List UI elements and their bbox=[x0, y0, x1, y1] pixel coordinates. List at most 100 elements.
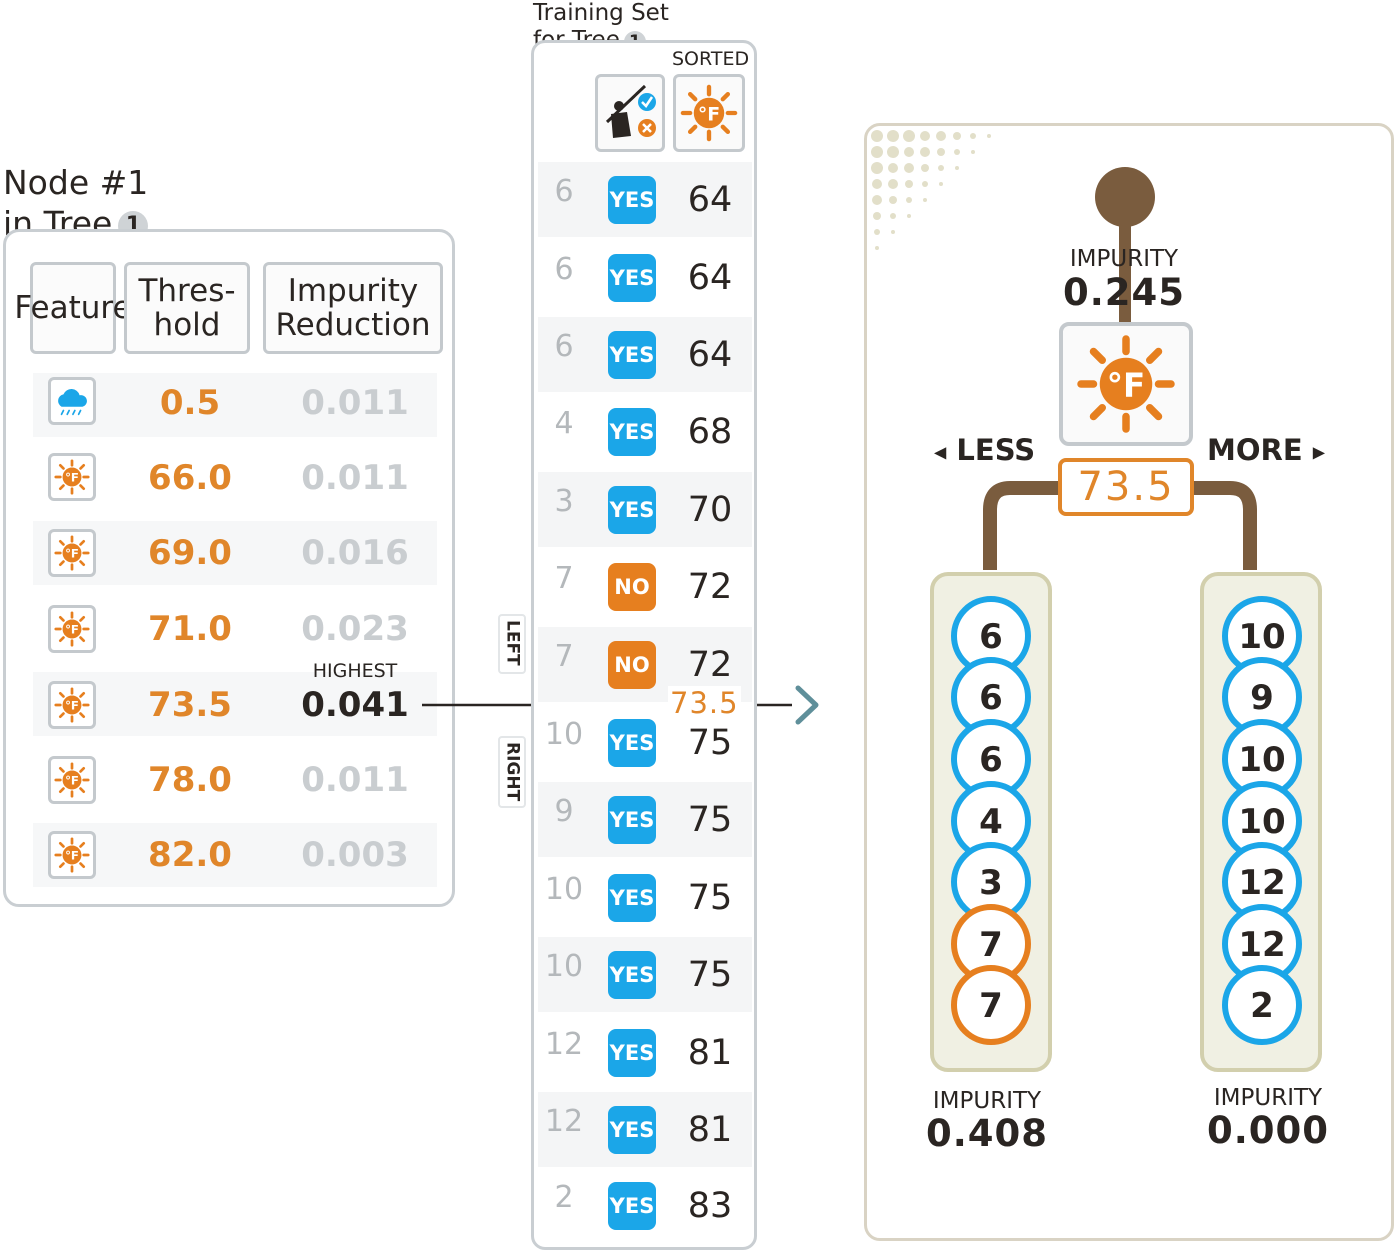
training-row[interactable]: 3 YES 70 bbox=[538, 472, 752, 547]
temperature-value: 81 bbox=[687, 1110, 733, 1150]
sample-ball: 7 bbox=[951, 904, 1031, 984]
yes-badge: YES bbox=[608, 331, 656, 379]
sample-ball: 10 bbox=[1222, 781, 1302, 861]
sun-fahrenheit-icon bbox=[48, 605, 96, 653]
yes-badge: YES bbox=[608, 719, 656, 767]
sun-fahrenheit-icon bbox=[48, 831, 96, 879]
more-direction: MORE ▶ bbox=[1207, 433, 1325, 467]
threshold-value: 82.0 bbox=[148, 835, 232, 875]
threshold-value: 71.0 bbox=[148, 609, 232, 649]
highest-label: HIGHEST bbox=[312, 660, 398, 682]
sorted-label: SORTED bbox=[672, 48, 750, 70]
chevron-right-icon bbox=[795, 685, 819, 725]
temperature-value: 64 bbox=[687, 258, 733, 298]
yes-badge: YES bbox=[608, 254, 656, 302]
no-badge: NO bbox=[608, 641, 656, 689]
yes-badge: YES bbox=[608, 408, 656, 456]
row-value: 12 bbox=[544, 1104, 584, 1139]
feature-row[interactable] bbox=[33, 748, 437, 812]
reduction-value: 0.023 bbox=[301, 609, 409, 649]
training-row[interactable]: 4 YES 68 bbox=[538, 394, 752, 469]
feature-row[interactable] bbox=[33, 521, 437, 585]
row-value: 2 bbox=[554, 1180, 574, 1215]
right-label: RIGHT bbox=[498, 736, 526, 808]
training-row[interactable]: 7 NO 72 bbox=[538, 549, 752, 624]
header-threshold: Thres- hold bbox=[124, 262, 250, 354]
yes-badge: YES bbox=[608, 796, 656, 844]
training-row[interactable]: 12 YES 81 bbox=[538, 1092, 752, 1167]
header-feature-label: Feature bbox=[14, 290, 132, 326]
less-direction: ◀ LESS bbox=[934, 433, 1035, 467]
training-set-title-line1: Training Set bbox=[533, 0, 669, 26]
sample-ball: 2 bbox=[1222, 965, 1302, 1045]
training-row[interactable]: 10 YES 75 bbox=[538, 860, 752, 935]
row-value: 6 bbox=[554, 252, 574, 287]
training-row[interactable]: 6 YES 64 bbox=[538, 162, 752, 237]
header-reduction: Impurity Reduction bbox=[263, 262, 443, 354]
yes-badge: YES bbox=[608, 176, 656, 224]
sun-fahrenheit-icon bbox=[48, 756, 96, 804]
temperature-value: 81 bbox=[687, 1033, 733, 1073]
no-badge: NO bbox=[608, 563, 656, 611]
temperature-value: 64 bbox=[687, 335, 733, 375]
sun-fahrenheit-sort-icon[interactable] bbox=[673, 74, 745, 152]
threshold-value: 66.0 bbox=[148, 458, 232, 498]
reduction-value: 0.011 bbox=[301, 458, 409, 498]
row-value: 6 bbox=[554, 329, 574, 364]
training-row[interactable]: 2 YES 83 bbox=[538, 1168, 752, 1243]
rain-cloud-icon bbox=[48, 377, 96, 425]
training-row[interactable]: 10 YES 75 bbox=[538, 705, 752, 780]
row-value: 4 bbox=[554, 406, 574, 441]
row-value: 12 bbox=[544, 1027, 584, 1062]
row-value: 10 bbox=[544, 949, 584, 984]
temperature-value: 72 bbox=[687, 567, 733, 607]
header-feature: Feature bbox=[14, 262, 132, 354]
root-impurity-label: IMPURITY bbox=[1069, 246, 1179, 272]
feature-row[interactable] bbox=[33, 597, 437, 661]
sun-fahrenheit-icon bbox=[48, 453, 96, 501]
temperature-value: 75 bbox=[687, 800, 733, 840]
right-impurity-value: 0.000 bbox=[1206, 1109, 1330, 1152]
temperature-value: 75 bbox=[687, 878, 733, 918]
triangle-left-icon: ◀ bbox=[934, 442, 947, 462]
reduction-value: 0.011 bbox=[301, 760, 409, 800]
training-row[interactable]: 9 YES 75 bbox=[538, 782, 752, 857]
threshold-value: 73.5 bbox=[148, 685, 232, 725]
feature-row[interactable] bbox=[33, 672, 437, 736]
split-threshold-label: 73.5 bbox=[668, 686, 741, 720]
golfer-yes-no-icon[interactable] bbox=[595, 74, 665, 152]
temperature-value: 72 bbox=[687, 645, 733, 685]
sun-fahrenheit-icon bbox=[48, 529, 96, 577]
split-threshold-box: 73.5 bbox=[1058, 458, 1194, 516]
header-threshold-label: Thres- hold bbox=[138, 273, 236, 343]
temperature-value: 75 bbox=[687, 723, 733, 763]
temperature-value: 64 bbox=[687, 180, 733, 220]
training-row[interactable]: 6 YES 64 bbox=[538, 240, 752, 315]
feature-row[interactable] bbox=[33, 823, 437, 887]
yes-badge: YES bbox=[608, 951, 656, 999]
training-row[interactable]: 10 YES 75 bbox=[538, 937, 752, 1012]
feature-row[interactable] bbox=[33, 373, 437, 437]
sun-fahrenheit-icon bbox=[48, 681, 96, 729]
yes-badge: YES bbox=[608, 1182, 656, 1230]
threshold-value: 78.0 bbox=[148, 760, 232, 800]
yes-badge: YES bbox=[608, 1106, 656, 1154]
yes-badge: YES bbox=[608, 1029, 656, 1077]
temperature-value: 83 bbox=[687, 1186, 733, 1226]
temperature-value: 68 bbox=[687, 412, 733, 452]
temperature-value: 75 bbox=[687, 955, 733, 995]
sun-fahrenheit-icon[interactable] bbox=[1059, 322, 1193, 446]
tree-branches bbox=[983, 167, 1257, 570]
yes-badge: YES bbox=[608, 486, 656, 534]
feature-row[interactable] bbox=[33, 446, 437, 510]
more-label: MORE bbox=[1207, 433, 1303, 467]
best-reduction-value: 0.041 bbox=[301, 685, 409, 725]
left-impurity-value: 0.408 bbox=[925, 1112, 1049, 1155]
training-row[interactable]: 12 YES 81 bbox=[538, 1015, 752, 1090]
left-label: LEFT bbox=[498, 614, 526, 674]
training-row[interactable]: 6 YES 64 bbox=[538, 317, 752, 392]
header-reduction-label: Impurity Reduction bbox=[275, 273, 431, 343]
halftone-decoration bbox=[871, 130, 991, 250]
sample-ball: 7 bbox=[951, 965, 1031, 1045]
left-impurity-label: IMPURITY bbox=[932, 1088, 1042, 1114]
